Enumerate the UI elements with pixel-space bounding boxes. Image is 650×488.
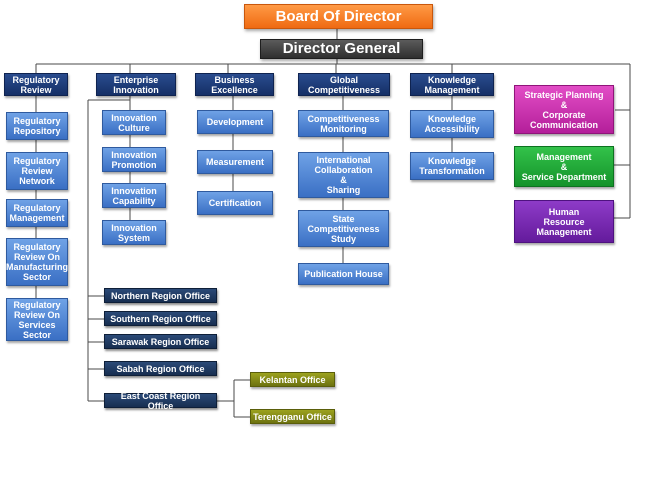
unit-innovation-promotion-label: Innovation Promotion (111, 149, 157, 170)
unit-innovation-promotion: Innovation Promotion (102, 147, 166, 172)
office-southern-region: Southern Region Office (104, 311, 217, 326)
unit-knowledge-accessibility-label: Knowledge Accessibility (424, 114, 480, 134)
office-kelantan: Kelantan Office (250, 372, 335, 387)
unit-certification-label: Certification (208, 198, 262, 208)
unit-knowledge-transformation: Knowledge Transformation (410, 152, 494, 180)
office-northern-region-label: Northern Region Office (110, 290, 210, 301)
office-east-coast-region: East Coast Region Office (104, 390, 217, 411)
unit-certification: Certification (197, 191, 273, 215)
director-general-label: Director General (282, 40, 401, 57)
office-terengganu-label: Terengganu Office (253, 411, 332, 422)
dept-enterprise-innovation-label: Enterprise Innovation (113, 74, 159, 95)
dept-global-competitiveness-label: Global Competitiveness (307, 74, 381, 95)
unit-management-service: Management & Service Department (514, 146, 614, 187)
unit-regulatory-repository: Regulatory Repository (6, 112, 68, 140)
board-of-director-box: Board Of Director (244, 4, 433, 29)
unit-strategic-planning: Strategic Planning & Corporate Communica… (514, 85, 614, 134)
unit-international-collaboration-label: International Collaboration & Sharing (314, 155, 373, 195)
dept-business-excellence: Business Excellence (195, 73, 274, 96)
unit-measurement-label: Measurement (205, 157, 265, 167)
dept-business-excellence-label: Business Excellence (211, 74, 258, 95)
unit-regulatory-manufacturing-label: Regulatory Review On Manufacturing Secto… (6, 242, 68, 282)
unit-regulatory-review-network-label: Regulatory Review Network (13, 156, 61, 186)
dept-regulatory-review: Regulatory Review (4, 73, 68, 96)
unit-state-competitiveness-study: State Competitiveness Study (298, 210, 389, 247)
unit-regulatory-services: Regulatory Review On Services Sector (6, 298, 68, 341)
unit-innovation-system: Innovation System (102, 220, 166, 245)
unit-regulatory-management: Regulatory Management (6, 199, 68, 227)
unit-regulatory-manufacturing: Regulatory Review On Manufacturing Secto… (6, 238, 68, 286)
dept-regulatory-review-label: Regulatory Review (12, 74, 60, 95)
unit-innovation-capability: Innovation Capability (102, 183, 166, 208)
dept-knowledge-management: Knowledge Management (410, 73, 494, 96)
unit-international-collaboration: International Collaboration & Sharing (298, 152, 389, 198)
unit-management-service-label: Management & Service Department (521, 151, 607, 182)
unit-development: Development (197, 110, 273, 134)
unit-state-competitiveness-study-label: State Competitiveness Study (307, 213, 380, 244)
unit-competitiveness-monitoring: Competitiveness Monitoring (298, 110, 389, 137)
unit-regulatory-review-network: Regulatory Review Network (6, 152, 68, 190)
office-southern-region-label: Southern Region Office (110, 313, 211, 324)
unit-regulatory-services-label: Regulatory Review On Services Sector (13, 299, 61, 340)
unit-human-resource-label: Human Resource Management (536, 206, 592, 237)
office-east-coast-region-label: East Coast Region Office (120, 390, 201, 411)
unit-development-label: Development (206, 117, 264, 127)
office-sabah-region-label: Sabah Region Office (116, 363, 205, 374)
unit-knowledge-accessibility: Knowledge Accessibility (410, 110, 494, 138)
unit-innovation-capability-label: Innovation Capability (111, 185, 157, 206)
office-sabah-region: Sabah Region Office (104, 361, 217, 376)
office-northern-region: Northern Region Office (104, 288, 217, 303)
unit-measurement: Measurement (197, 150, 273, 174)
office-sarawak-region: Sarawak Region Office (104, 334, 217, 349)
unit-publication-house: Publication House (298, 263, 389, 285)
board-of-director-label: Board Of Director (275, 7, 402, 25)
dept-global-competitiveness: Global Competitiveness (298, 73, 390, 96)
unit-innovation-culture: Innovation Culture (102, 110, 166, 135)
unit-strategic-planning-label: Strategic Planning & Corporate Communica… (524, 89, 604, 130)
office-kelantan-label: Kelantan Office (259, 374, 326, 385)
unit-regulatory-management-label: Regulatory Management (9, 203, 65, 223)
unit-knowledge-transformation-label: Knowledge Transformation (419, 156, 485, 176)
director-general-box: Director General (260, 39, 423, 59)
unit-publication-house-label: Publication House (304, 269, 383, 279)
unit-regulatory-repository-label: Regulatory Repository (13, 116, 61, 136)
unit-human-resource: Human Resource Management (514, 200, 614, 243)
dept-knowledge-management-label: Knowledge Management (424, 74, 480, 95)
office-sarawak-region-label: Sarawak Region Office (111, 336, 210, 347)
unit-innovation-culture-label: Innovation Culture (111, 112, 157, 133)
office-terengganu: Terengganu Office (250, 409, 335, 424)
dept-enterprise-innovation: Enterprise Innovation (96, 73, 176, 96)
unit-innovation-system-label: Innovation System (111, 222, 157, 243)
unit-competitiveness-monitoring-label: Competitiveness Monitoring (307, 113, 380, 134)
